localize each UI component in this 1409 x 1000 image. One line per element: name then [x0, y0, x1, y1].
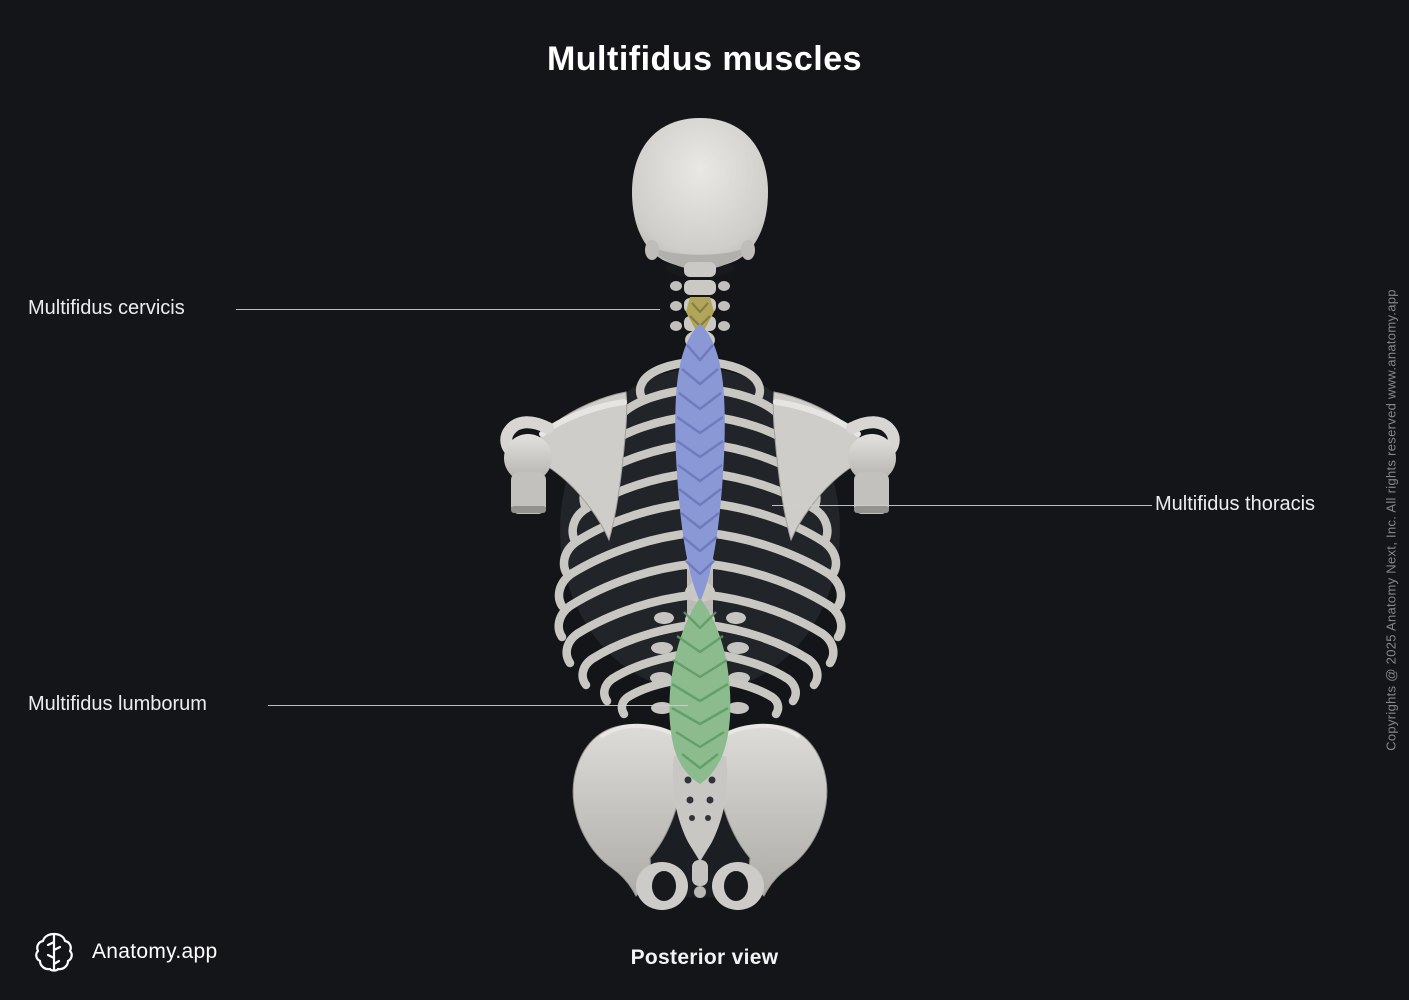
shoulder-right [772, 391, 900, 542]
multifidus-thoracis-highlight [675, 324, 725, 602]
view-caption: Posterior view [630, 946, 779, 969]
skull [632, 118, 768, 270]
leader-line-lumborum [268, 705, 688, 706]
shoulder-left [500, 391, 628, 542]
coccyx [692, 860, 708, 886]
label-multifidus-thoracis: Multifidus thoracis [1155, 493, 1316, 515]
ilium-left [572, 724, 687, 897]
ilium-right [713, 724, 828, 897]
obturator-foramen-left [652, 871, 676, 901]
humeral-head-right [848, 434, 896, 482]
brain-icon [35, 932, 73, 972]
leader-line-cervicis [236, 309, 660, 310]
label-multifidus-cervicis: Multifidus cervicis [28, 297, 185, 319]
leader-line-thoracis [772, 505, 1152, 506]
obturator-foramen-right [724, 871, 748, 901]
humeral-head-left [504, 434, 552, 482]
multifidus-lumborum-highlight [669, 598, 731, 784]
label-multifidus-lumborum: Multifidus lumborum [28, 693, 207, 715]
page-title: Multifidus muscles [546, 40, 863, 78]
brand: Anatomy.app [30, 928, 218, 976]
copyright-notice: Copyrights @ 2025 Anatomy Next, Inc. All… [1383, 289, 1399, 751]
pelvis [572, 723, 828, 910]
brand-name: Anatomy.app [92, 940, 218, 963]
